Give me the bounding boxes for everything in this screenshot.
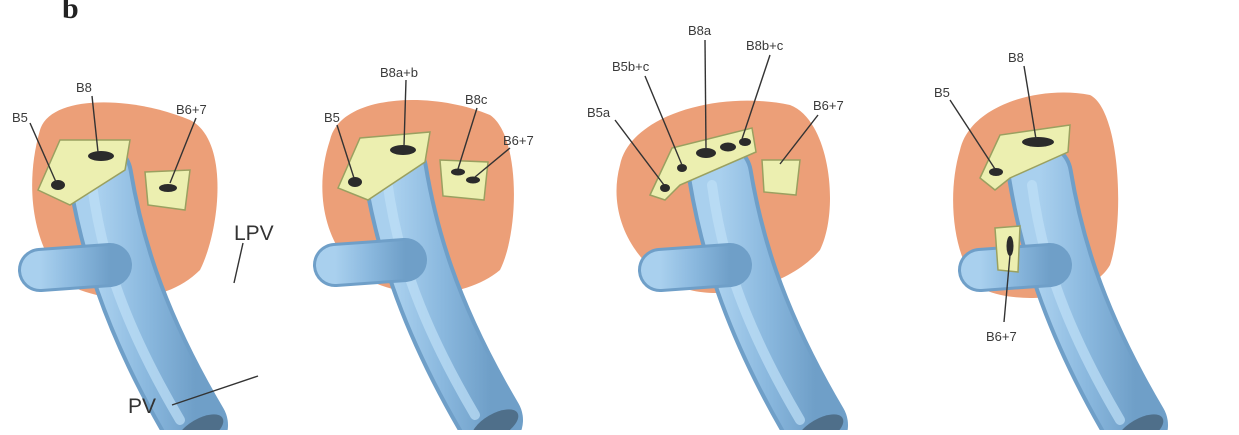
label-b8: B8: [76, 80, 92, 95]
duct-lumen: [660, 184, 670, 192]
label-pv: PV: [128, 395, 156, 418]
label-b6-7: B6+7: [503, 133, 534, 148]
duct-lumen: [739, 138, 751, 146]
label-b8a-b: B8a+b: [380, 65, 418, 80]
bile-duct-plate-2: [440, 160, 488, 200]
leader-line: [234, 243, 243, 283]
label-b6-7: B6+7: [176, 102, 207, 117]
duct-lumen: [348, 177, 362, 187]
label-b8b-c: B8b+c: [746, 38, 784, 53]
panel-2: B5 B8a+b B8c B6+7: [322, 65, 533, 430]
label-lpv: LPV: [234, 222, 274, 245]
label-b5b-c: B5b+c: [612, 59, 650, 74]
label-b5: B5: [12, 110, 28, 125]
panel-3: B5a B5b+c B8a B8b+c B6+7: [587, 23, 849, 430]
duct-lumen: [390, 145, 416, 155]
label-b8: B8: [1008, 50, 1024, 65]
duct-lumen: [1022, 137, 1054, 147]
label-b6-7: B6+7: [813, 98, 844, 113]
label-b8a: B8a: [688, 23, 712, 38]
panel-letter: b: [62, 0, 79, 24]
leader-line: [705, 40, 706, 149]
duct-lumen: [677, 164, 687, 172]
duct-lumen: [1007, 236, 1014, 256]
duct-lumen: [989, 168, 1003, 176]
duct-lumen: [159, 184, 177, 192]
label-b8c: B8c: [465, 92, 488, 107]
duct-lumen: [720, 143, 736, 152]
duct-lumen: [88, 151, 114, 161]
label-b5: B5: [934, 85, 950, 100]
label-b5: B5: [324, 110, 340, 125]
bile-duct-plate-2: [762, 160, 800, 195]
label-b6-7: B6+7: [986, 329, 1017, 344]
panel-4: B5 B8 B6+7: [934, 50, 1169, 430]
duct-lumen: [696, 148, 716, 158]
duct-lumen: [51, 180, 65, 190]
duct-lumen: [451, 169, 465, 176]
duct-lumen: [466, 177, 480, 184]
label-b5a: B5a: [587, 105, 611, 120]
panel-1: B5 B8 B6+7 LPV PV: [12, 80, 274, 430]
